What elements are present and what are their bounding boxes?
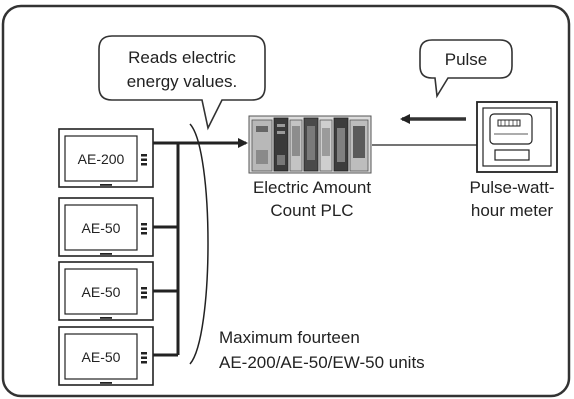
controller-model-label: AE-50: [82, 220, 121, 236]
meter-label-line-1: Pulse-watt-: [469, 178, 554, 197]
controller-model-label: AE-50: [82, 284, 121, 300]
controller-logo-icon: [100, 253, 112, 255]
max-units-note-line-2: AE-200/AE-50/EW-50 units: [219, 353, 425, 372]
controller-buttons-icon: [141, 352, 147, 364]
controller-ae50-3: AE-50: [59, 327, 153, 385]
controller-model-label: AE-200: [78, 151, 125, 167]
controller-model-label: AE-50: [82, 349, 121, 365]
meter-terminal-block: [495, 150, 529, 160]
meter-label-line-2: hour meter: [471, 201, 554, 220]
controller-ae50-1: AE-50: [59, 198, 153, 256]
controller-buttons-icon: [141, 154, 147, 166]
controller-ae50-2: AE-50: [59, 262, 153, 320]
controller-logo-icon: [100, 184, 112, 186]
controller-buttons-icon: [141, 287, 147, 299]
max-units-note-line-1: Maximum fourteen: [219, 328, 360, 347]
plc-label-line-1: Electric Amount: [253, 178, 371, 197]
reads-callout-line-2: energy values.: [127, 72, 238, 91]
meter-dial-window: [490, 114, 532, 144]
plc-label-line-2: Count PLC: [270, 201, 353, 220]
pulse-callout-label: Pulse: [445, 50, 488, 69]
controller-logo-icon: [100, 317, 112, 319]
plc-icon: [249, 116, 371, 173]
controller-logo-icon: [100, 382, 112, 384]
watt-hour-meter-icon: [477, 102, 557, 172]
reads-callout-line-1: Reads electric: [128, 48, 236, 67]
controller-ae200: AE-200: [59, 129, 153, 187]
controller-buttons-icon: [141, 223, 147, 235]
